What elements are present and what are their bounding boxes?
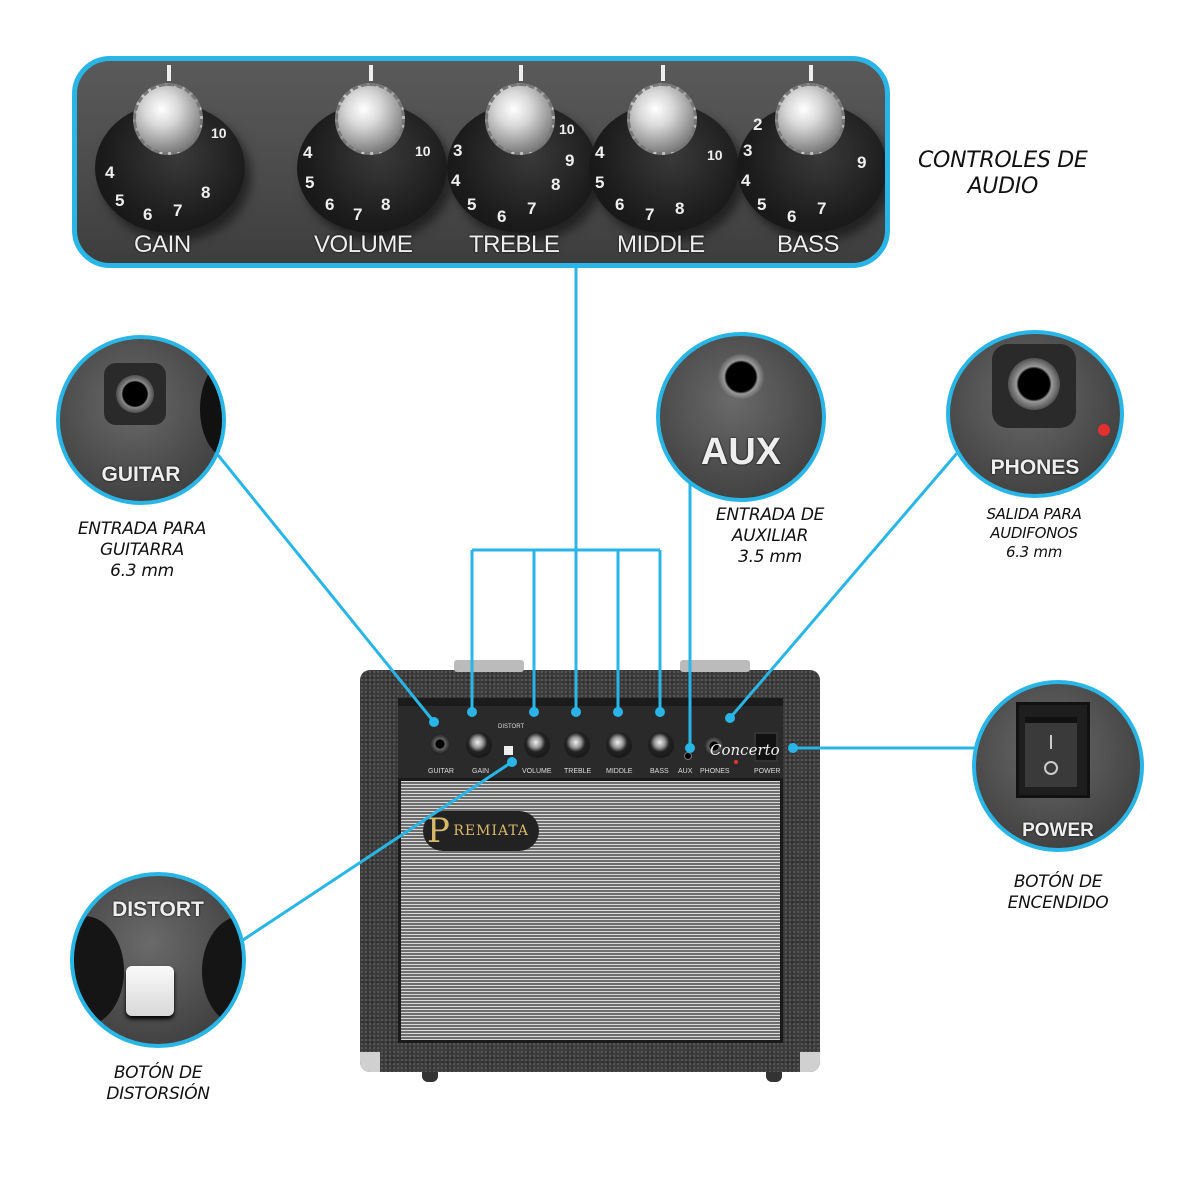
amp-label-gain: GAIN xyxy=(472,768,490,775)
distort-badge: DISTORT xyxy=(112,898,204,921)
amp-corner-protector xyxy=(800,1052,820,1072)
middle-label: MIDDLE xyxy=(617,231,705,258)
amp-handle-right xyxy=(680,660,750,672)
phones-badge: PHONES xyxy=(990,456,1080,479)
amp-foot xyxy=(422,1072,438,1082)
amp-distortion-button[interactable] xyxy=(504,746,513,755)
amp-power-switch[interactable] xyxy=(754,732,778,762)
amp-control-panel: DISTORT Concerto GUITAR GAIN VOLUME TREB… xyxy=(398,698,783,782)
amp-label-phones: PHONES xyxy=(700,768,730,775)
amp-treble-knob[interactable] xyxy=(564,732,590,758)
volume-label: VOLUME xyxy=(314,231,413,258)
power-led-icon xyxy=(1098,424,1110,436)
aux-jack-icon xyxy=(718,354,764,400)
amp-gain-knob[interactable] xyxy=(466,732,492,758)
distortion-button-zoom: DISTORT xyxy=(70,872,246,1048)
guitar-caption: ENTRADA PARA GUITARRA 6.3 mm xyxy=(77,519,207,581)
amp-label-treble: TREBLE xyxy=(564,768,592,775)
amp-foot xyxy=(766,1072,782,1082)
amp-volume-knob[interactable] xyxy=(524,732,550,758)
phones-jack-zoom: PHONES xyxy=(946,330,1124,498)
amp-middle-knob[interactable] xyxy=(606,732,632,758)
amp-label-volume: VOLUME xyxy=(522,768,552,775)
amp-distort-label: DISTORT xyxy=(498,724,525,730)
amp-aux-jack[interactable] xyxy=(684,752,692,760)
aux-badge: AUX xyxy=(700,431,782,473)
distortion-caption: BOTÓN DE DISTORSIÓN xyxy=(106,1063,210,1104)
amp-label-power: POWER xyxy=(754,768,781,775)
amp-led-icon xyxy=(734,760,738,764)
amp-bass-knob[interactable] xyxy=(648,732,674,758)
distortion-button-icon[interactable] xyxy=(126,966,174,1016)
bass-label: BASS xyxy=(777,231,840,258)
amplifier: DISTORT Concerto GUITAR GAIN VOLUME TREB… xyxy=(360,660,820,1082)
amp-label-middle: MIDDLE xyxy=(606,768,633,775)
guitar-badge: GUITAR xyxy=(101,463,181,486)
aux-jack-zoom: AUX xyxy=(656,332,826,502)
power-switch-icon[interactable] xyxy=(1016,702,1090,798)
amp-phones-jack[interactable] xyxy=(704,736,724,756)
treble-label: TREBLE xyxy=(469,231,560,258)
audio-controls-caption: CONTROLES DE AUDIO xyxy=(918,148,1088,199)
guitar-jack-zoom: GUITAR xyxy=(56,335,226,505)
guitar-jack-icon xyxy=(104,363,166,425)
amp-handle-left xyxy=(454,660,524,672)
phones-jack-icon xyxy=(992,344,1076,428)
amp-label-aux: AUX xyxy=(678,768,693,775)
phones-caption: SALIDA PARA AUDIFONOS 6.3 mm xyxy=(986,505,1082,561)
power-caption: BOTÓN DE ENCENDIDO xyxy=(1007,872,1109,913)
gain-label: GAIN xyxy=(134,231,191,258)
amp-corner-protector xyxy=(360,1052,380,1072)
aux-caption: ENTRADA DE AUXILIAR 3.5 mm xyxy=(715,505,825,567)
amp-label-bass: BASS xyxy=(650,768,669,775)
power-switch-zoom: POWER xyxy=(972,680,1144,852)
amp-guitar-jack[interactable] xyxy=(430,734,450,754)
amp-label-guitar: GUITAR xyxy=(428,768,454,775)
power-badge: POWER xyxy=(1022,820,1094,841)
amp-model-name: Concerto xyxy=(710,741,780,759)
